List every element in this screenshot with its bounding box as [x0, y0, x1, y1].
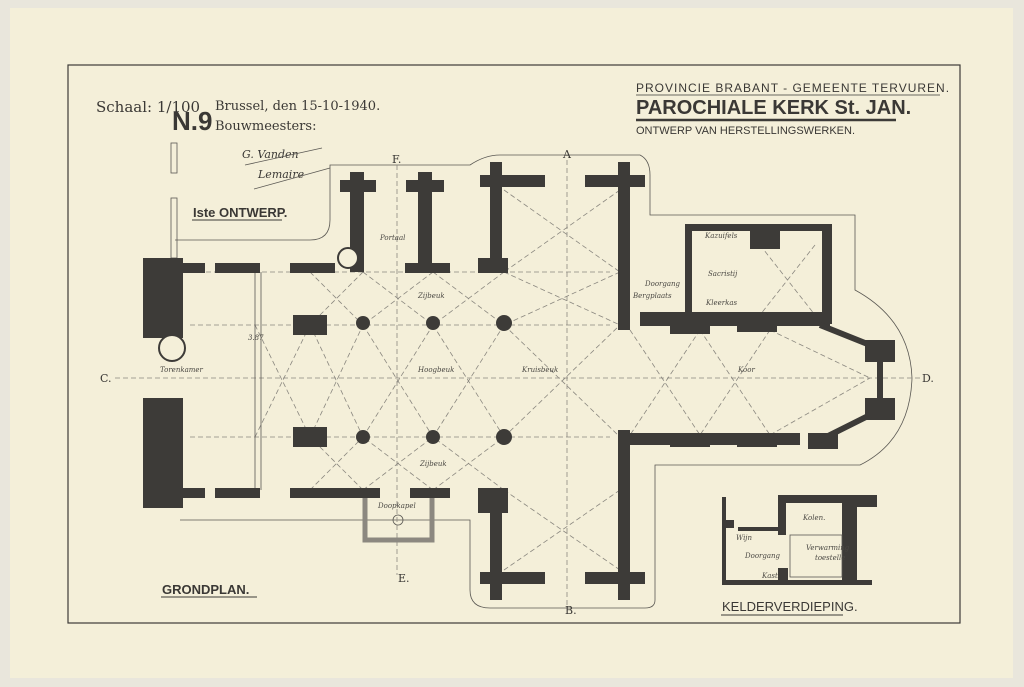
- label-kruisbeuk: Kruisbeuk: [521, 366, 558, 374]
- place-date: Brussel, den 15-10-1940.: [215, 99, 380, 114]
- architects-label: Bouwmeesters:: [215, 119, 316, 134]
- border-frame: [67, 64, 961, 624]
- drawing-sheet: Schaal: 1/100 N.9 Brussel, den 15-10-194…: [10, 8, 1013, 678]
- walls: [143, 162, 895, 600]
- label-kazuifels: Kazuifels: [704, 232, 738, 240]
- label-koor: Koor: [737, 366, 755, 374]
- scale-text: Schaal: 1/100: [96, 98, 200, 116]
- floor-plan-drawing: Schaal: 1/100 N.9 Brussel, den 15-10-194…: [67, 64, 961, 624]
- mark-a: A: [562, 148, 572, 161]
- label-kast: Kast: [761, 572, 778, 580]
- label-toestel: toestelle: [815, 554, 845, 562]
- section-marks: A B. C. D. E. F.: [100, 148, 934, 617]
- basement-plan: Kolen. Doorgang Verwarming toestelle Wij…: [722, 495, 877, 585]
- church-title: PAROCHIALE KERK St. JAN.: [636, 97, 911, 119]
- label-portaal: Portaal: [379, 234, 405, 242]
- province-text: PROVINCIE BRABANT - GEMEENTE TERVUREN.: [636, 81, 950, 95]
- label-zijbeuk-south: Zijbeuk: [419, 460, 447, 468]
- basement-title: KELDERVERDIEPING.: [722, 599, 858, 614]
- signature-2: Lemaire: [257, 168, 305, 181]
- label-dimension: 3.87: [248, 334, 264, 342]
- label-bergplaats: Bergplaats: [632, 292, 672, 300]
- room-labels: Portaal Zijbeuk Zijbeuk Hoogbeuk Kruisbe…: [160, 232, 755, 510]
- site-outline: [175, 154, 913, 609]
- label-zijbeuk-north: Zijbeuk: [417, 292, 445, 300]
- mark-b: B.: [565, 604, 577, 617]
- mark-c: C.: [100, 372, 112, 385]
- baptistery-walls: [362, 498, 435, 543]
- subtitle: ONTWERP VAN HERSTELLINGSWERKEN.: [636, 125, 855, 137]
- label-kolen: Kolen.: [802, 514, 825, 522]
- label-hoogbeuk: Hoogbeuk: [417, 366, 454, 374]
- label-torenkamer: Torenkamer: [160, 366, 204, 374]
- mark-e: E.: [398, 572, 410, 585]
- plan-title: GRONDPLAN.: [162, 582, 249, 597]
- signatures: G. Vanden Lemaire: [242, 147, 331, 190]
- vault-lines: [190, 189, 871, 571]
- mark-d: D.: [922, 372, 934, 385]
- label-sacristij: Sacristij: [708, 270, 738, 278]
- label-doorgang: Doorgang: [644, 280, 681, 288]
- signature-1: G. Vanden: [242, 148, 299, 161]
- design-label: Iste ONTWERP.: [193, 205, 287, 220]
- sheet-number: N.9: [172, 106, 212, 136]
- label-wijn: Wijn: [736, 534, 752, 542]
- label-doopkapel: Doopkapel: [377, 502, 416, 510]
- stair-turret: [337, 247, 359, 269]
- label-basement-doorgang: Doorgang: [744, 552, 781, 560]
- tower-stair: [158, 334, 186, 362]
- label-verwarming: Verwarming: [806, 544, 850, 552]
- label-kleerkas: Kleerkas: [705, 299, 738, 307]
- mark-f: F.: [392, 153, 401, 166]
